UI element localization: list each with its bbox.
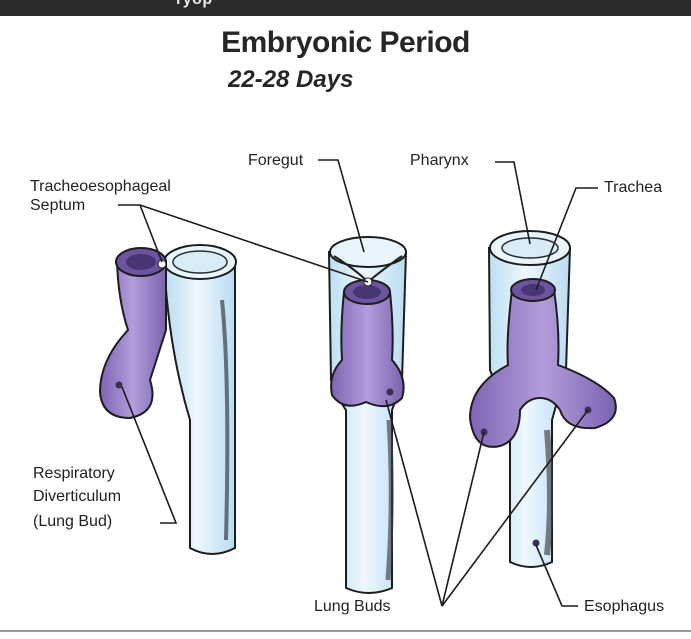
label-respiratory: Respiratory: [33, 464, 115, 484]
label-pharynx: Pharynx: [410, 151, 469, 171]
leader-lungbud-2: [442, 432, 484, 606]
label-lung-bud: (Lung Bud): [33, 512, 112, 532]
stage1-esophagus-tube: [166, 262, 235, 554]
stage1-bud: [100, 260, 166, 418]
label-diverticulum: Diverticulum: [33, 487, 121, 507]
stage-2-figure: [329, 237, 406, 593]
label-trachea: Trachea: [604, 178, 662, 198]
label-foregut: Foregut: [248, 151, 303, 171]
label-septum: Septum: [30, 196, 85, 216]
stage-3-figure: [470, 231, 616, 567]
label-tracheoesophageal: Tracheoesophageal: [30, 177, 171, 197]
stage-1-figure: [100, 245, 236, 554]
leader-lungbud-1: [386, 400, 442, 606]
label-lung-buds: Lung Buds: [314, 597, 391, 617]
stage2-top-opening: [330, 237, 406, 267]
stage2-bud-dot: [387, 389, 394, 396]
label-esophagus: Esophagus: [584, 597, 664, 617]
bottom-divider: [0, 630, 691, 632]
